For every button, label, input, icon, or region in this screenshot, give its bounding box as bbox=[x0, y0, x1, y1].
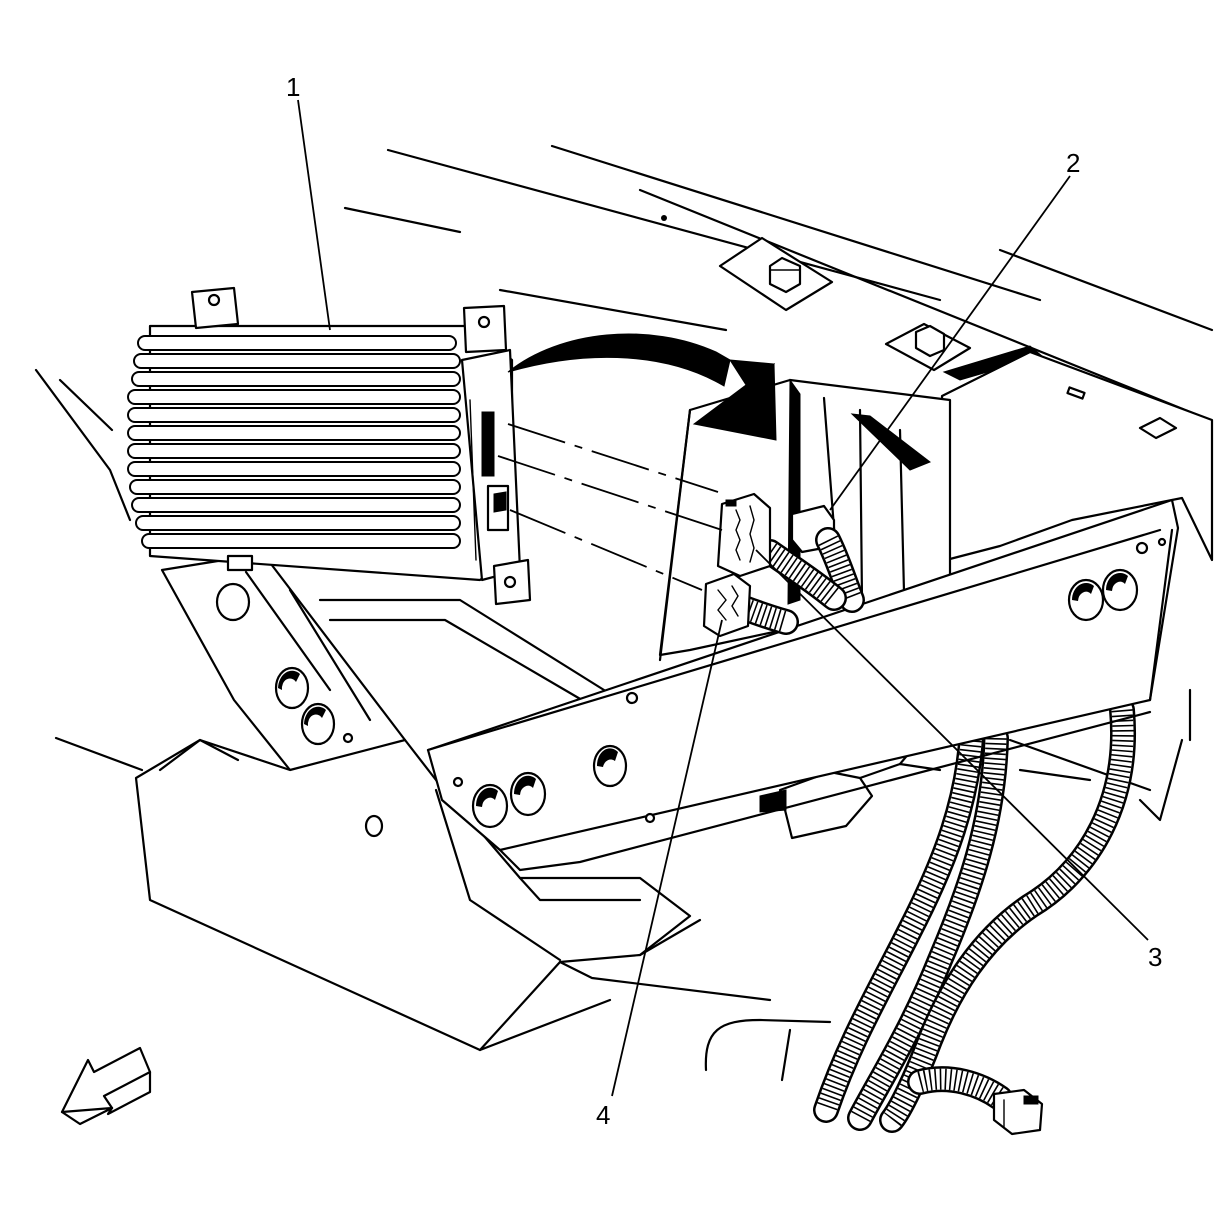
bolt-plate-upper bbox=[718, 236, 834, 312]
lower-crossmember bbox=[134, 738, 772, 1052]
callout-2: 2 bbox=[1066, 148, 1080, 178]
floor-contour-lower-right bbox=[704, 688, 1192, 1082]
control-module bbox=[127, 286, 532, 606]
alignment-lines bbox=[497, 423, 723, 591]
callout-4: 4 bbox=[596, 1100, 610, 1130]
harness-end-connector bbox=[992, 1088, 1044, 1136]
heat-sink-fins bbox=[127, 335, 461, 549]
connector-3 bbox=[716, 492, 847, 611]
curved-install-arrow-icon bbox=[507, 333, 777, 441]
callout-1: 1 bbox=[286, 72, 300, 102]
cross-beam bbox=[426, 498, 1180, 872]
left-body-panel bbox=[34, 368, 622, 772]
wiring-harness-main bbox=[813, 697, 1136, 1133]
connector-2 bbox=[790, 504, 865, 613]
callout-leaders bbox=[297, 99, 1149, 1097]
callout-3: 3 bbox=[1148, 942, 1162, 972]
connector-4 bbox=[702, 572, 799, 638]
floor-panel-lines bbox=[343, 144, 1214, 422]
front-direction-arrow-icon bbox=[60, 1046, 152, 1126]
